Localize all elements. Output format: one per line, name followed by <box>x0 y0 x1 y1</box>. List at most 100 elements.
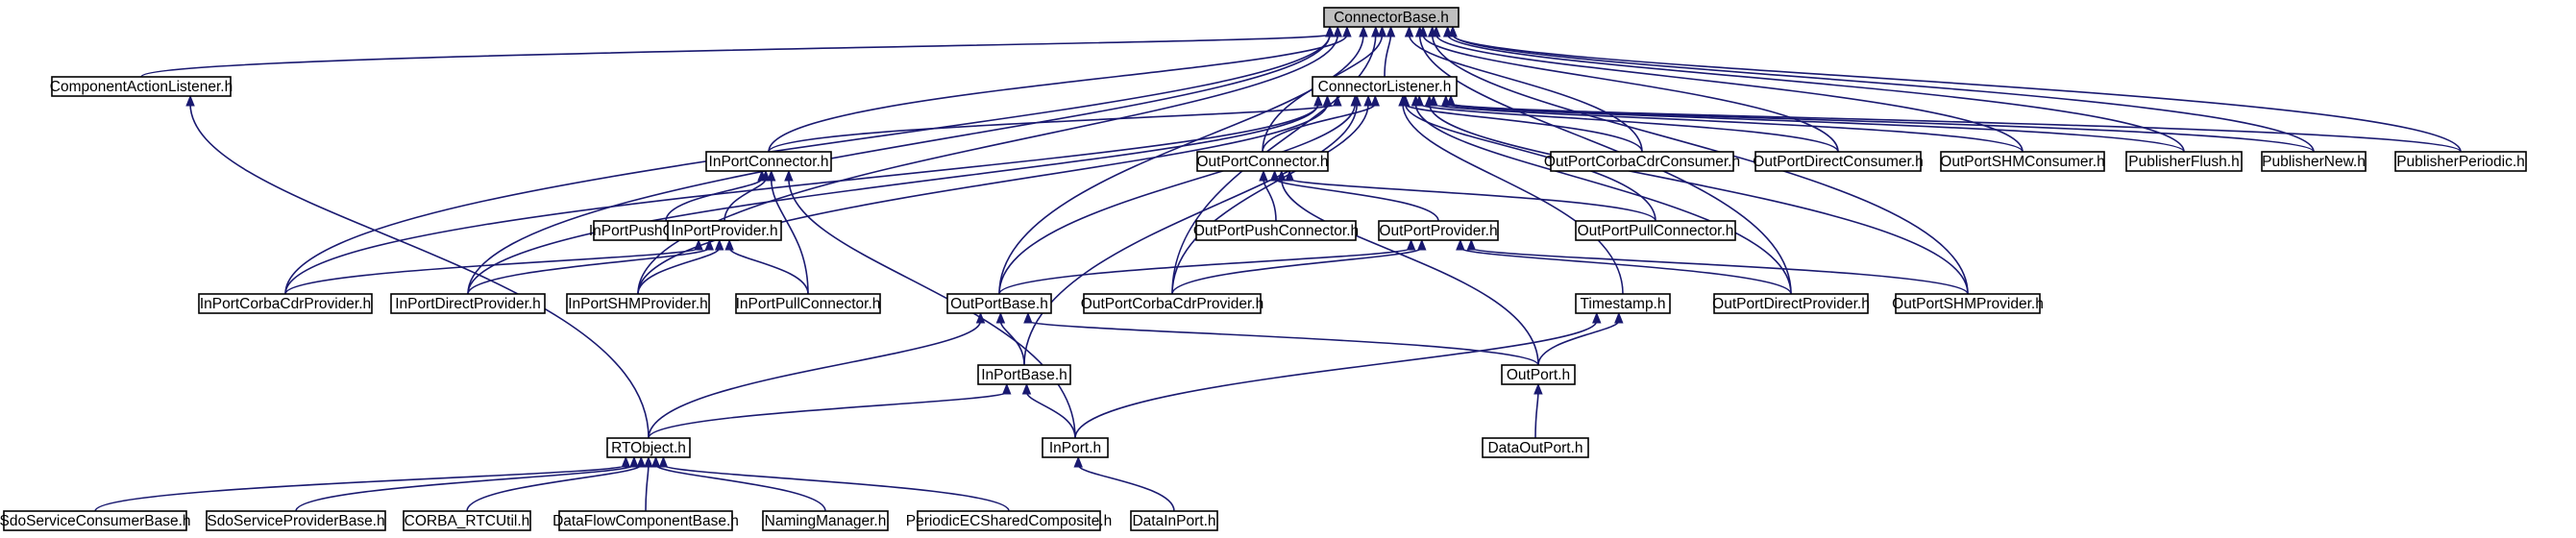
arrowhead-inportdirectprovider-to-connectorbase <box>1325 25 1335 37</box>
edge-inportdirectprovider-to-inportprovider <box>467 247 711 295</box>
node-outportpushconnector[interactable]: OutPortPushConnector.h <box>1193 220 1359 241</box>
edge-corbartcutil-to-rtobject <box>466 464 643 512</box>
arrowhead-rtobject-to-componentactionlistener <box>185 94 195 107</box>
arrowhead-inportprovider-to-inportconnector <box>761 169 771 182</box>
node-inportdirectprovider[interactable]: InPortDirectProvider.h <box>390 293 546 314</box>
edge-outportshmprovider-to-connectorbase <box>1431 34 1969 295</box>
node-inportprovider[interactable]: InPortProvider.h <box>667 220 782 241</box>
arrowhead-outportshmprovider-to-connectorbase <box>1427 25 1437 37</box>
node-outportcorbacdrprovider[interactable]: OutPortCorbaCdrProvider.h <box>1081 293 1263 314</box>
edge-outportcorbacdrprovider-to-connectorlistener <box>1171 103 1369 295</box>
edge-sdoserviceconsumerbase-to-rtobject <box>94 464 627 512</box>
node-box <box>2394 151 2527 172</box>
arrowhead-sdoserviceconsumerbase-to-rtobject <box>621 455 631 468</box>
edge-inportprovider-to-inportconnector <box>724 178 767 222</box>
node-corbartcutil[interactable]: CORBA_RTCUtil.h <box>403 510 531 531</box>
edge-outportpullconnector-to-connectorlistener <box>1404 103 1656 222</box>
edge-outportbase-to-connectorlistener <box>998 103 1357 295</box>
node-label: SdoServiceConsumerBase.h <box>0 513 191 529</box>
edge-publishernew-to-connectorbase <box>1452 34 2315 153</box>
arrowhead-outportdirectprovider-to-connectorlistener <box>1411 94 1421 107</box>
node-label: DataFlowComponentBase.h <box>552 513 739 529</box>
node-box <box>1754 151 1922 172</box>
edge-connectorlistener-to-connectorbase <box>1384 34 1392 78</box>
node-datainport[interactable]: DataInPort.h <box>1130 510 1218 531</box>
node-label: OutPortPullConnector.h <box>1578 223 1734 239</box>
node-outportshmconsumer[interactable]: OutPortSHMConsumer.h <box>1940 151 2105 172</box>
node-sdoserviceconsumerbase[interactable]: SdoServiceConsumerBase.h <box>0 510 191 531</box>
node-label: OutPortBase.h <box>950 296 1048 312</box>
node-box <box>390 293 546 314</box>
arrowhead-outport-to-outportbase <box>1023 311 1033 324</box>
node-outportpullconnector[interactable]: OutPortPullConnector.h <box>1575 220 1736 241</box>
edge-outportprovider-to-outportconnector <box>1273 178 1439 222</box>
edge-inportpullconnector-to-inportprovider <box>728 247 809 295</box>
node-sdoserviceproviderbase[interactable]: SdoServiceProviderBase.h <box>206 510 386 531</box>
edge-outportshmprovider-to-connectorlistener <box>1428 103 1969 295</box>
node-outport[interactable]: OutPort.h <box>1501 364 1576 385</box>
node-label: InPortSHMProvider.h <box>568 296 708 312</box>
node-outportdirectconsumer[interactable]: OutPortDirectConsumer.h <box>1753 151 1924 172</box>
node-dataflowcomponentbase[interactable]: DataFlowComponentBase.h <box>552 510 739 531</box>
arrowhead-inportdirectprovider-to-inportprovider <box>704 238 715 251</box>
edge-inportpushconnector-to-inportconnector <box>665 178 763 222</box>
edge-componentactionlistener-to-connectorbase <box>140 34 1331 78</box>
arrowhead-inport-to-inportbase <box>1021 382 1032 395</box>
node-outportconnector[interactable]: OutPortConnector.h <box>1196 151 1329 172</box>
node-box <box>3 510 187 531</box>
node-inportshmprovider[interactable]: InPortSHMProvider.h <box>566 293 710 314</box>
node-connectorlistener[interactable]: ConnectorListener.h <box>1312 76 1458 97</box>
edge-outportdirectconsumer-to-connectorlistener <box>1418 103 1839 153</box>
node-publisherflush[interactable]: PublisherFlush.h <box>2125 151 2243 172</box>
arrowhead-dataoutport-to-outport <box>1533 382 1543 395</box>
node-inportconnector[interactable]: InPortConnector.h <box>705 151 832 172</box>
arrowhead-outportpushconnector-to-outportconnector <box>1259 169 1268 182</box>
node-outportshmprovider[interactable]: OutPortSHMProvider.h <box>1892 293 2044 314</box>
node-box <box>206 510 386 531</box>
edge-inport-to-timestamp <box>1074 320 1598 439</box>
node-componentactionlistener[interactable]: ComponentActionListener.h <box>50 76 233 97</box>
arrowhead-rtobject-to-inportbase <box>1002 382 1012 395</box>
node-box <box>1042 437 1109 458</box>
node-inportpullconnector[interactable]: InPortPullConnector.h <box>735 293 881 314</box>
node-label: OutPortDirectConsumer.h <box>1753 154 1923 170</box>
node-rtobject[interactable]: RTObject.h <box>606 437 691 458</box>
edge-inportcorbacdrprovider-to-inportprovider <box>284 247 699 295</box>
node-box <box>566 293 710 314</box>
edge-inportcorbacdrprovider-to-connectorlistener <box>284 103 1319 295</box>
arrowhead-outportshmprovider-to-outportprovider <box>1466 238 1477 251</box>
edge-outportshmprovider-to-outportprovider <box>1470 247 1969 295</box>
node-box <box>2261 151 2367 172</box>
edge-outportdirectprovider-to-outportprovider <box>1460 247 1792 295</box>
node-box <box>1196 151 1329 172</box>
node-outportdirectprovider[interactable]: OutPortDirectProvider.h <box>1712 293 1870 314</box>
node-outportcorbacdrconsumer[interactable]: OutPortCorbaCdrConsumer.h <box>1544 151 1740 172</box>
node-timestamp[interactable]: Timestamp.h <box>1575 293 1671 314</box>
node-periodicecsharedcomposite[interactable]: PeriodicECSharedComposite.h <box>906 510 1113 531</box>
node-inportbase[interactable]: InPortBase.h <box>977 364 1071 385</box>
node-publisherperiodic[interactable]: PublisherPeriodic.h <box>2394 151 2527 172</box>
node-connectorbase[interactable]: ConnectorBase.h <box>1323 7 1460 28</box>
arrowhead-outportcorbacdrprovider-to-connectorbase <box>1371 25 1381 37</box>
arrowhead-outportcorbacdrconsumer-to-connectorbase <box>1404 25 1414 37</box>
node-outportprovider[interactable]: OutPortProvider.h <box>1378 220 1499 241</box>
node-namingmanager[interactable]: NamingManager.h <box>762 510 889 531</box>
node-inportcorbacdrprovider[interactable]: InPortCorbaCdrProvider.h <box>198 293 373 314</box>
arrowhead-inport-to-timestamp <box>1592 311 1602 324</box>
node-dataoutport[interactable]: DataOutPort.h <box>1482 437 1589 458</box>
node-outportbase[interactable]: OutPortBase.h <box>946 293 1052 314</box>
arrowhead-inportpullconnector-to-inportconnector <box>766 169 776 182</box>
node-label: ComponentActionListener.h <box>50 79 233 95</box>
edge-outportdirectconsumer-to-connectorbase <box>1422 34 1839 153</box>
node-publishernew[interactable]: PublisherNew.h <box>2261 151 2367 172</box>
node-box <box>558 510 733 531</box>
arrowhead-publisherperiodic-to-connectorlistener <box>1446 94 1456 107</box>
edge-periodicecsharedcomposite-to-rtobject <box>662 464 1010 512</box>
nodes-layer: ConnectorBase.hComponentActionListener.h… <box>0 7 2527 531</box>
node-box <box>1895 293 2041 314</box>
arrowhead-inportshmprovider-to-inportprovider <box>714 238 724 251</box>
arrowhead-inportshmprovider-to-connectorlistener <box>1322 94 1333 107</box>
edge-dataoutport-to-outport <box>1534 391 1539 439</box>
node-inport[interactable]: InPort.h <box>1042 437 1109 458</box>
